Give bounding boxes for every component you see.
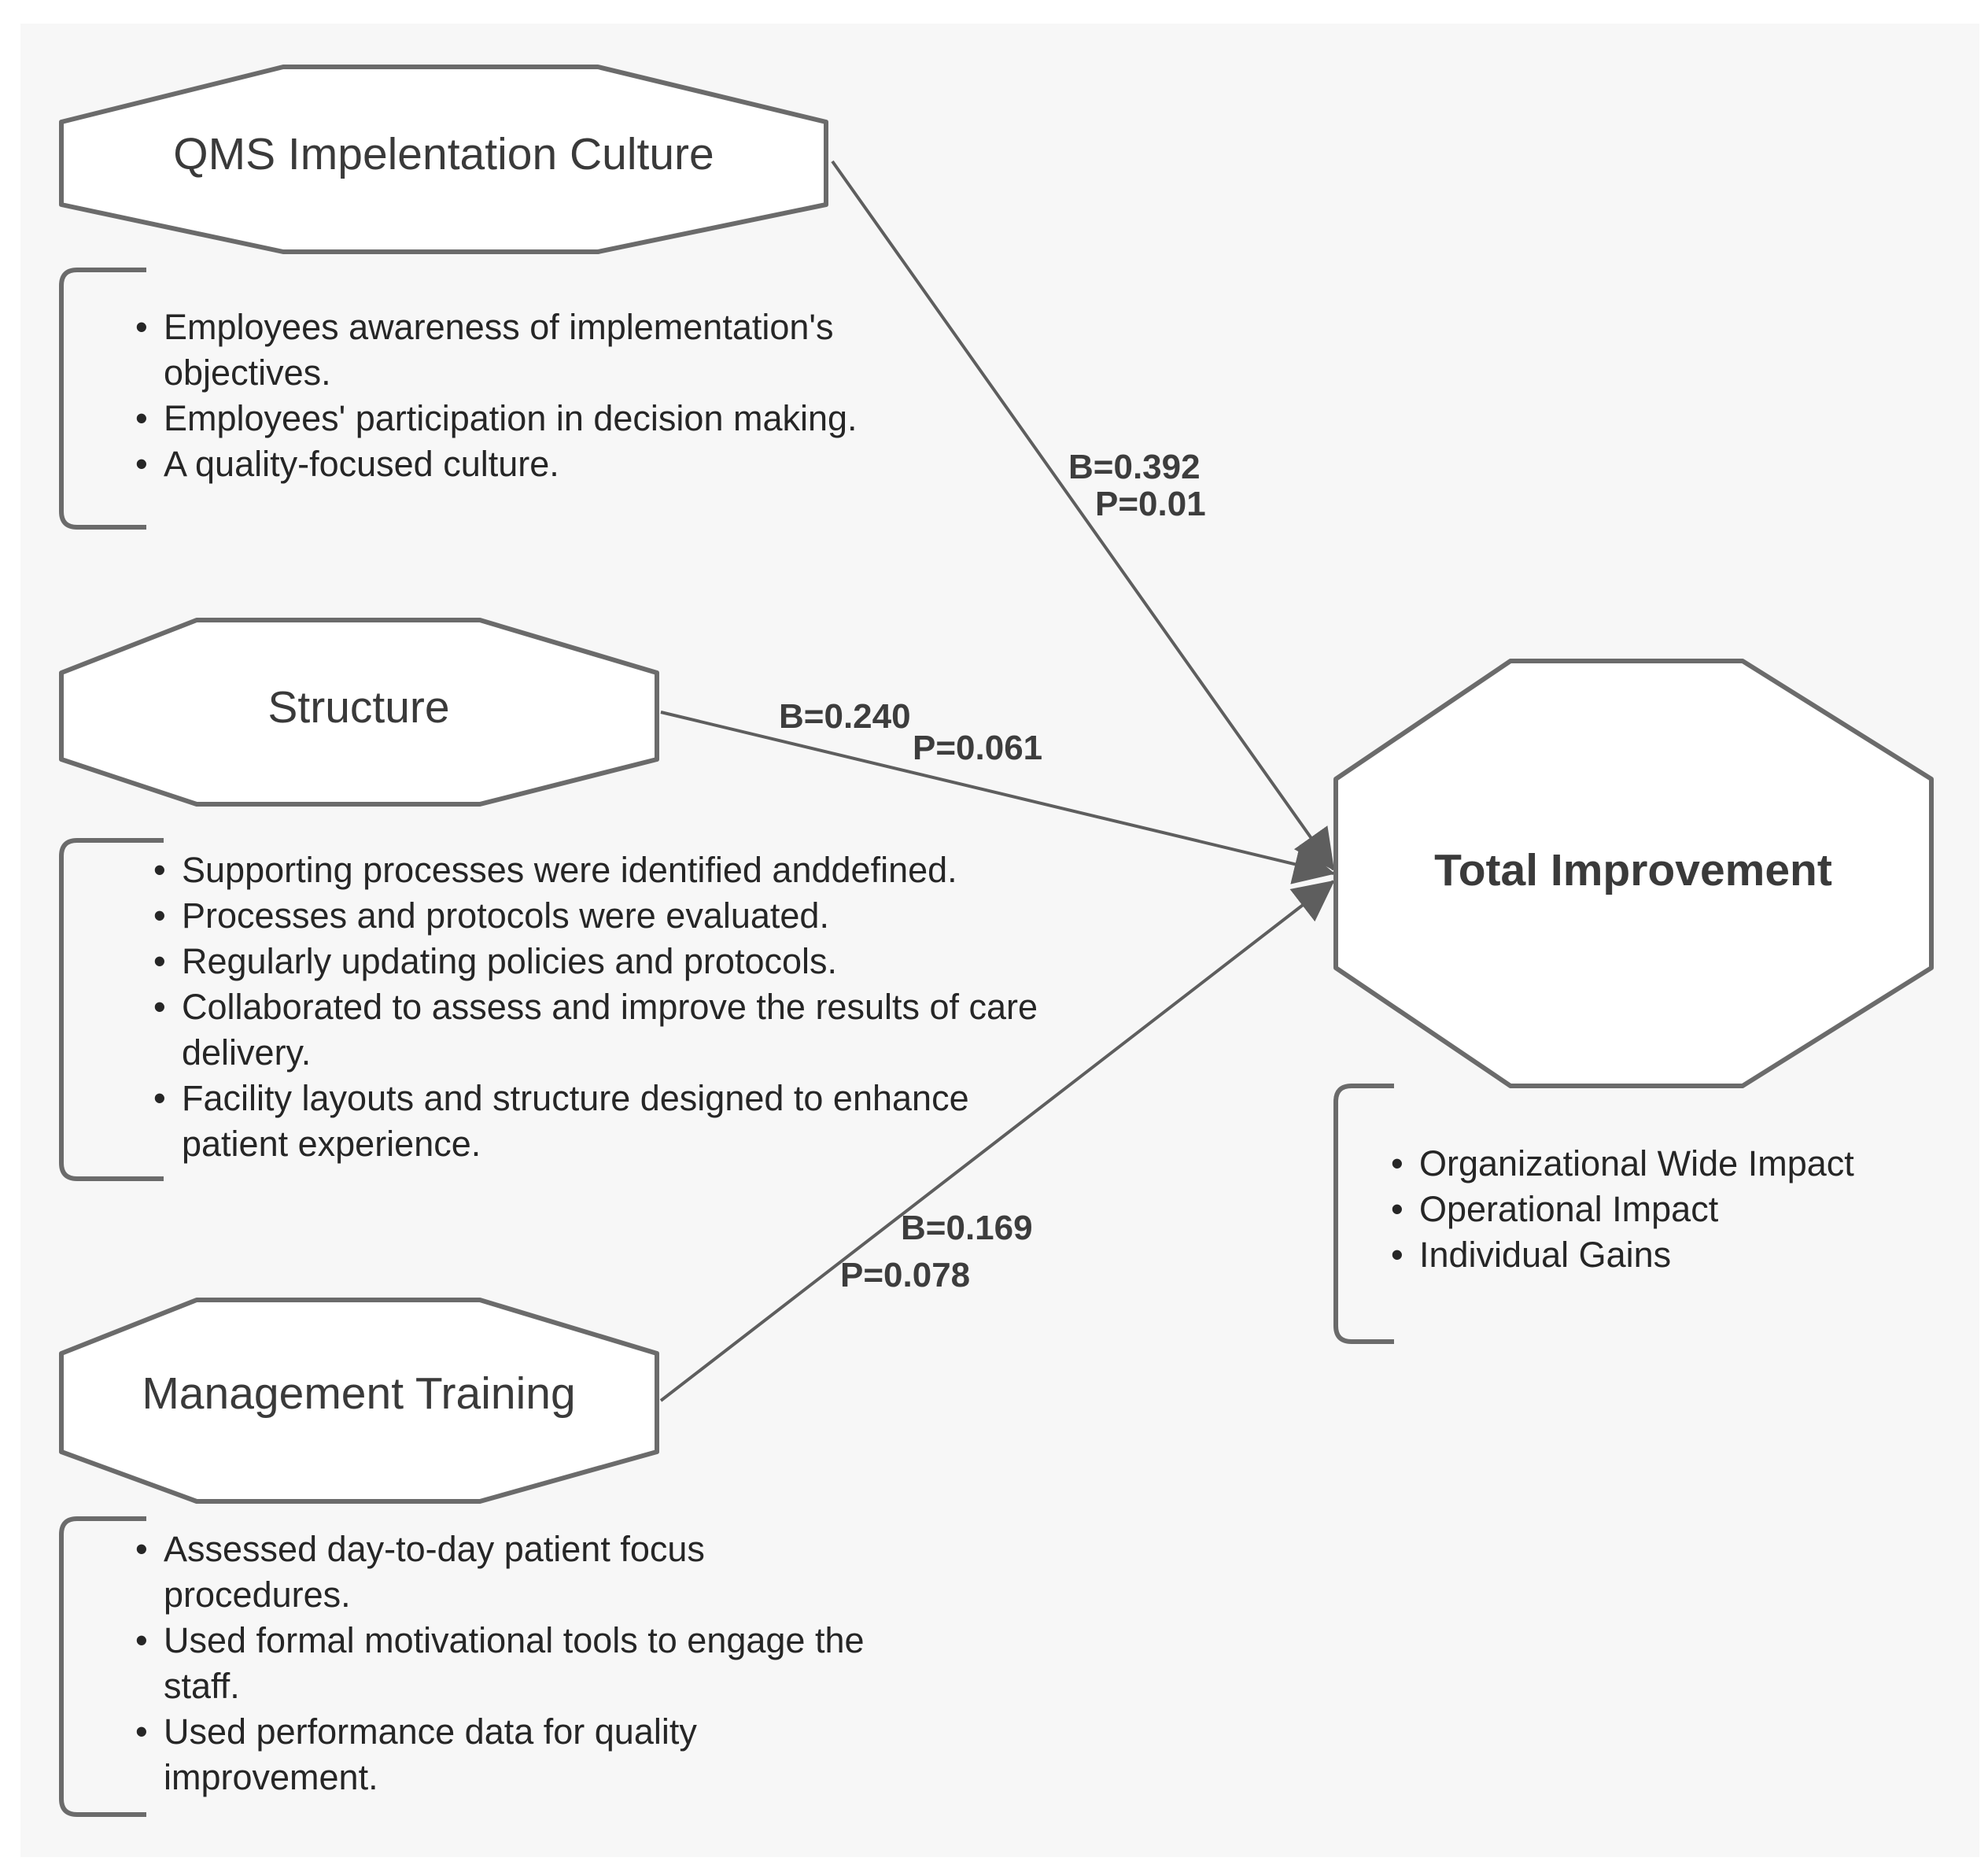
- list-item: Regularly updating policies and protocol…: [153, 939, 1042, 984]
- bracket-total: [1333, 1084, 1394, 1344]
- list-item: A quality-focused culture.: [135, 441, 906, 487]
- node-total-label: Total Improvement: [1434, 845, 1832, 895]
- list-item: Used formal motivational tools to engage…: [135, 1618, 867, 1709]
- list-item: Individual Gains: [1391, 1232, 1957, 1278]
- edge-training-p-label: P=0.078: [840, 1256, 970, 1294]
- node-structure-label: Structure: [267, 682, 449, 733]
- list-item: Facility layouts and structure designed …: [153, 1076, 1042, 1167]
- edge-structure-to-total: [660, 711, 1335, 884]
- node-management-training: [59, 1298, 659, 1504]
- list-item: Processes and protocols were evaluated.: [153, 893, 1042, 939]
- node-qms-culture: [59, 65, 828, 254]
- list-item: Supporting processes were identified and…: [153, 847, 1042, 893]
- edge-structure-p-label: P=0.061: [913, 729, 1042, 767]
- bracket-qms: [59, 268, 146, 530]
- edge-training-b-label: B=0.169: [901, 1209, 1033, 1247]
- edge-qms-p-label: P=0.01: [1095, 485, 1206, 523]
- node-training-label: Management Training: [142, 1368, 575, 1419]
- node-structure: [59, 618, 659, 807]
- edge-structure-b-label: B=0.240: [779, 697, 911, 736]
- node-qms-label: QMS Impelentation Culture: [173, 129, 714, 179]
- edge-qms-b-label: B=0.392: [1068, 448, 1201, 486]
- training-indicator-list: Assessed day-to-day patient focus proced…: [135, 1527, 867, 1800]
- node-total-improvement: [1333, 659, 1934, 1088]
- structure-indicator-list: Supporting processes were identified and…: [153, 847, 1042, 1167]
- edge-qms-to-total: [831, 160, 1335, 871]
- list-item: Used performance data for quality improv…: [135, 1709, 867, 1800]
- bracket-structure: [59, 838, 164, 1181]
- list-item: Operational Impact: [1391, 1187, 1957, 1232]
- bracket-training: [59, 1516, 146, 1817]
- list-item: Organizational Wide Impact: [1391, 1141, 1957, 1187]
- total-improvement-list: Organizational Wide Impact Operational I…: [1391, 1141, 1957, 1278]
- list-item: Employees' participation in decision mak…: [135, 396, 906, 441]
- qms-indicator-list: Employees awareness of implementation's …: [135, 305, 906, 487]
- list-item: Collaborated to assess and improve the r…: [153, 984, 1042, 1076]
- list-item: Employees awareness of implementation's …: [135, 305, 906, 396]
- list-item: Assessed day-to-day patient focus proced…: [135, 1527, 867, 1618]
